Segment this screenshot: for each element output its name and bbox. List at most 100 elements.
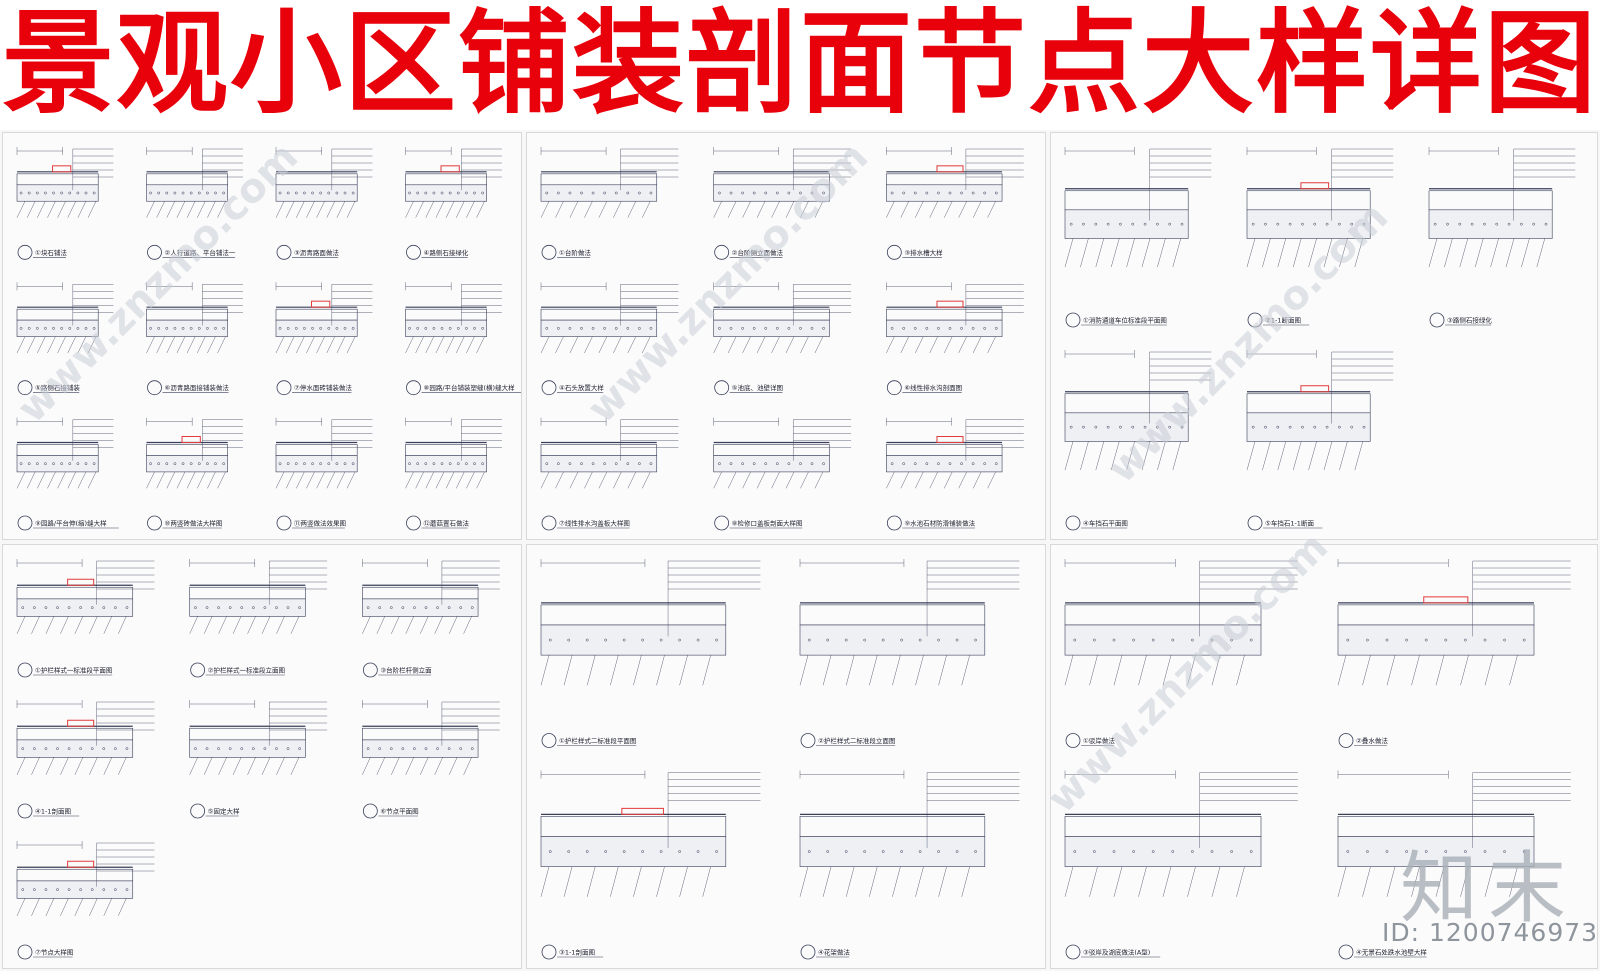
detail-drawing	[540, 147, 679, 218]
detail-number-icon	[714, 244, 730, 260]
detail-number-icon	[800, 733, 816, 748]
detail-caption: ④路侧石接绿化	[424, 248, 469, 257]
detail-drawing	[1064, 350, 1212, 471]
detail-number-icon	[541, 380, 557, 396]
detail-number-icon	[17, 515, 33, 531]
detail-drawing	[540, 770, 761, 897]
detail-number-icon	[714, 515, 730, 531]
detail-drawing	[886, 282, 1024, 354]
detail-number-icon	[1429, 312, 1445, 328]
detail-drawing	[146, 282, 243, 354]
detail-caption: ③沥青路面做法	[294, 248, 339, 257]
detail-caption: ①块石铺法	[35, 248, 67, 257]
detail-caption: ③1-1剖面图	[559, 948, 595, 957]
detail-number-icon	[1065, 733, 1081, 748]
detail-caption: ②1-1断面图	[1265, 316, 1301, 325]
sheet-6: ①驳岸做法 ②叠水做法 ③驳岸及湖底做法(A型) ④无景石处跌水池壁大样	[1050, 544, 1598, 969]
detail-caption: ④1-1剖面图	[35, 807, 71, 816]
detail-caption: ①驳岸做法	[1083, 736, 1115, 745]
detail-drawing	[1337, 770, 1571, 897]
detail-drawing	[799, 770, 1020, 897]
detail-drawing	[16, 700, 155, 775]
detail-drawing	[540, 559, 761, 686]
detail-caption: ③排水槽大样	[904, 248, 943, 257]
detail-number-icon	[276, 380, 292, 396]
detail-number-icon	[276, 244, 292, 260]
detail-number-icon	[1065, 312, 1081, 328]
detail-caption: ⑤路侧石接铺装	[35, 383, 80, 392]
detail-number-icon	[800, 944, 816, 960]
detail-number-icon	[276, 515, 292, 531]
detail-caption: ⑧园路/平台铺装塑缝(横)缝大样	[424, 383, 516, 392]
detail-caption: ⑦节点大样图	[35, 948, 73, 957]
detail-drawing	[405, 417, 502, 489]
detail-caption: ⑨水池石材防滑铺装做法	[904, 519, 975, 528]
detail-caption: ⑨园路/平台伸(缩)缝大样	[35, 519, 107, 528]
detail-drawing	[713, 417, 852, 489]
page-title: 景观小区铺装剖面节点大样详图	[2, 0, 1598, 129]
detail-drawing	[16, 559, 155, 634]
detail-caption: ②护栏样式二标准段立面图	[818, 736, 895, 745]
detail-number-icon	[17, 380, 33, 396]
detail-caption: ③台阶栏杆侧立面	[380, 666, 432, 675]
detail-number-icon	[406, 515, 421, 531]
detail-number-icon	[17, 244, 33, 260]
detail-drawing	[189, 559, 328, 634]
detail-caption: ③驳岸及湖底做法(A型)	[1083, 948, 1150, 957]
detail-caption: ①护栏样式一标准段平面图	[35, 666, 112, 675]
detail-drawing	[275, 282, 373, 354]
detail-number-icon	[17, 803, 33, 819]
detail-number-icon	[541, 515, 557, 531]
detail-caption: ②护栏样式一标准段立面图	[208, 666, 285, 675]
detail-caption: ①台阶做法	[559, 248, 591, 257]
detail-number-icon	[17, 662, 33, 678]
sheet-6-drawing: ①驳岸做法 ②叠水做法 ③驳岸及湖底做法(A型) ④无景石处跌水池壁大样	[1064, 559, 1571, 960]
watermark-id: ID: 1200746973	[1382, 918, 1599, 947]
detail-number-icon	[886, 244, 902, 260]
detail-number-icon	[886, 515, 902, 531]
detail-drawing	[405, 282, 502, 354]
detail-caption: ④无景石处跌水池壁大样	[1356, 948, 1427, 957]
detail-caption: ⑩两竖砖做法大样图	[165, 519, 223, 528]
detail-drawing	[713, 282, 852, 354]
detail-caption: ⑧检修口盖板剖面大样图	[732, 519, 803, 528]
detail-drawing	[16, 417, 114, 489]
detail-number-icon	[362, 803, 378, 819]
detail-caption: ⑥线性排水沟剖面图	[904, 383, 962, 392]
detail-caption: ②台阶侧立面做法	[732, 248, 784, 257]
detail-caption: ④车挡石平面图	[1083, 519, 1128, 528]
detail-caption: ②叠水做法	[1356, 736, 1388, 745]
detail-drawing	[799, 559, 1020, 686]
detail-drawing	[713, 147, 852, 218]
watermark-logo: 知末	[1400, 844, 1577, 934]
detail-drawing	[362, 700, 500, 775]
detail-number-icon	[1247, 515, 1263, 531]
detail-caption: ⑦线性排水沟盖板大样图	[559, 519, 630, 528]
detail-caption: ⑤车挡石1-1断面	[1265, 519, 1314, 528]
detail-number-icon	[190, 803, 206, 819]
detail-drawing	[1428, 147, 1576, 268]
detail-caption: ②人行道路、平台铺法一	[165, 248, 236, 257]
detail-drawing	[1246, 147, 1394, 268]
detail-number-icon	[714, 380, 730, 396]
detail-caption: ①消防通道车位标准段平面图	[1083, 316, 1167, 325]
detail-caption: ⑥节点平面图	[380, 808, 418, 816]
detail-number-icon	[886, 380, 902, 396]
detail-number-icon	[541, 944, 557, 960]
detail-number-icon	[541, 244, 557, 260]
detail-number-icon	[406, 244, 421, 260]
title-banner: 景观小区铺装剖面节点大样详图	[0, 0, 1600, 128]
detail-drawing	[16, 841, 155, 916]
detail-caption: ④花架做法	[818, 948, 850, 957]
detail-number-icon	[362, 662, 378, 678]
